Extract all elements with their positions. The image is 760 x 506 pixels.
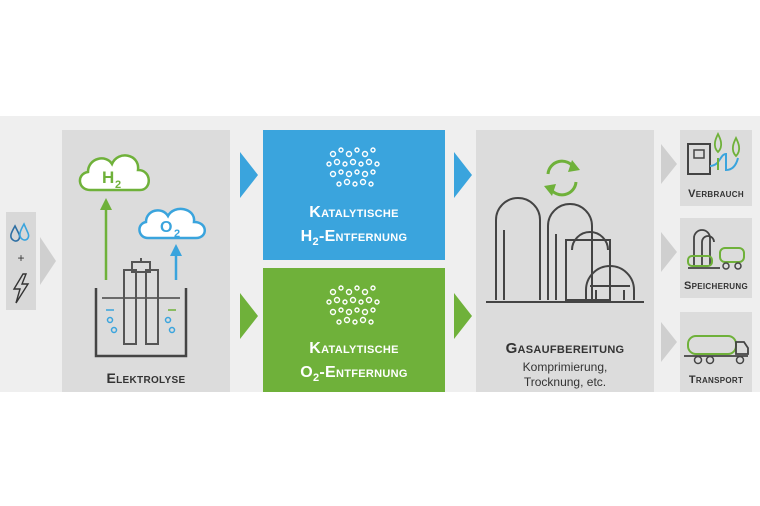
h2-cloud-label: H [102, 168, 114, 187]
gas-processing-title: Gasaufbereitung [505, 340, 625, 357]
output-consumption-panel: Verbrauch [680, 130, 752, 206]
o2-removal-title: Katalytische [309, 340, 399, 357]
plus-sign: + [17, 251, 25, 265]
arrow-to-consumption [661, 144, 677, 184]
input-panel: + [6, 212, 36, 310]
gas-processing-panel: Gasaufbereitung Komprimierung, Trocknung… [476, 130, 654, 392]
arrow-h2-to-gas-processing [454, 152, 472, 198]
consumption-icon [687, 131, 741, 175]
electrolysis-panel: H 2 O 2 Elektrolyse [62, 130, 230, 392]
lightning-icon [12, 273, 30, 304]
storage-icon [687, 229, 745, 270]
electrolysis-label: Elektrolyse [106, 370, 186, 386]
o2-symbol: O [300, 364, 313, 381]
h2-removal-panel: Katalytische H2-Entfernung [263, 130, 445, 260]
output-transport-panel: Transport [680, 312, 752, 392]
o2-cloud-label: O [160, 219, 172, 236]
arrow-o2-to-gas-processing [454, 293, 472, 339]
output-storage-label: Speicherung [684, 280, 748, 292]
output-storage-panel: Speicherung [680, 218, 752, 298]
h2-symbol: H [300, 228, 313, 245]
output-consumption-label: Verbrauch [688, 188, 744, 200]
arrow-to-storage [661, 232, 677, 272]
o2-removal-word: -Entfernung [319, 364, 408, 381]
h2-removal-word: -Entfernung [318, 228, 408, 245]
o2-subscript: 2 [312, 372, 320, 385]
input-arrow [40, 237, 56, 285]
catalyst-particles-icon [326, 285, 380, 325]
gas-plant-icon [486, 159, 644, 303]
o2-cloud-icon [138, 207, 206, 240]
arrow-to-h2-removal [240, 152, 258, 198]
truck-icon [684, 335, 749, 365]
gas-processing-sub2: Trocknung, etc. [523, 375, 607, 389]
arrow-to-o2-removal [240, 293, 258, 339]
gas-processing-sub1: Komprimierung, [522, 360, 608, 374]
arrow-to-transport [661, 322, 677, 362]
catalyst-particles-icon [326, 147, 380, 187]
h2-removal-title: Katalytische [309, 204, 399, 221]
h2-cloud-icon [78, 154, 150, 192]
water-drop-icon [10, 222, 30, 242]
o2-removal-panel: Katalytische O2-Entfernung [263, 268, 445, 392]
o2-removal-subtitle: O2-Entfernung [263, 364, 445, 384]
recycle-icon [544, 159, 580, 197]
svg-text:2: 2 [174, 228, 180, 240]
h2-removal-subtitle: H2-Entfernung [263, 228, 445, 248]
electrolysis-cell-icon: H 2 O 2 [78, 154, 206, 358]
h2-subscript: 2 [312, 236, 319, 249]
output-transport-label: Transport [688, 374, 744, 386]
svg-text:2: 2 [115, 179, 121, 191]
